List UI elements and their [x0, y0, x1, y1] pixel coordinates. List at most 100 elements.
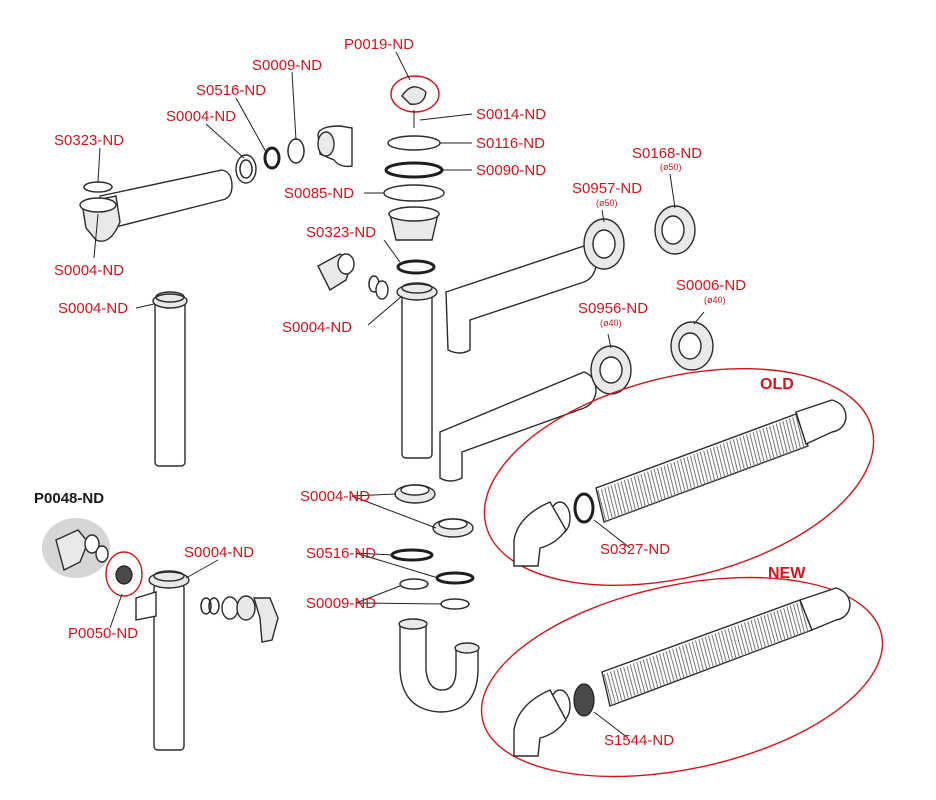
hose-rib [645, 658, 655, 689]
hose-rib [779, 422, 788, 455]
hose-rib [703, 450, 713, 483]
hose-rib [623, 480, 633, 513]
pipe-end-nut [235, 154, 257, 184]
new-hose-group [480, 576, 884, 778]
hose-rib [734, 625, 744, 657]
old-hose-corrugation [597, 415, 805, 523]
hose-rib [749, 433, 759, 466]
hose-rib [680, 459, 689, 492]
hose-rib [763, 615, 773, 646]
hose-rib [736, 438, 746, 471]
label-s0168: S0168-ND [632, 145, 702, 162]
bottle-trap-lower [390, 484, 480, 713]
s0009-cone-ring [287, 138, 305, 164]
label-old: OLD [760, 376, 794, 393]
p0050-callout [105, 551, 143, 597]
hose-rib [637, 475, 647, 508]
old-callout [483, 367, 875, 587]
hose-rib [740, 623, 750, 654]
hose-rib [785, 419, 795, 452]
label-p0050: P0050-ND [68, 625, 138, 642]
hose-rib [743, 622, 753, 653]
s0085-washer [383, 184, 445, 202]
hose-rib [597, 489, 607, 523]
hose-rib [652, 655, 662, 687]
hose-rib [650, 470, 660, 503]
hose-rib [795, 415, 805, 449]
old-elbow [513, 501, 567, 567]
hose-rib [799, 601, 809, 633]
hose-rib [614, 483, 623, 516]
hose-rib [729, 440, 739, 473]
hose-rib [663, 465, 673, 498]
hose-rib [626, 665, 636, 696]
t-tube-nut [148, 571, 190, 589]
hose-rib [666, 463, 676, 497]
s0009-cone-center-a [399, 578, 429, 590]
hose-rib [686, 456, 696, 489]
hose-rib [640, 473, 650, 507]
old-hose-group [483, 367, 875, 587]
hose-rib [716, 445, 726, 478]
hose-rib [681, 645, 691, 676]
top-left-assembly [79, 125, 353, 242]
main-tube-nut [396, 283, 438, 301]
hose-rib [653, 468, 663, 502]
hose-rib [724, 629, 734, 660]
label-s0004-tube: S0004-ND [58, 300, 128, 317]
s0516-ring-center-a [390, 548, 434, 562]
hose-rib [704, 636, 714, 667]
s0327-ring [573, 492, 595, 524]
hose-rib [691, 641, 701, 672]
label-p0048: P0048-ND [34, 490, 104, 507]
hose-rib [613, 670, 623, 701]
hose-rib [796, 603, 806, 634]
labels: P0019-ND S0009-ND S0516-ND S0004-ND S032… [34, 36, 806, 749]
label-s0004-center: S0004-ND [300, 488, 370, 505]
hose-rib [683, 457, 693, 491]
hose-rib [711, 634, 721, 665]
s0516-ring-center-b [435, 571, 475, 585]
horizontal-pipe-left [99, 169, 233, 231]
label-s0090: S0090-ND [476, 162, 546, 179]
hose-rib [709, 447, 719, 481]
hose-rib [755, 430, 765, 463]
hose-rib [689, 455, 699, 488]
hose-rib [627, 478, 637, 512]
s0009-cone-center-b [440, 598, 470, 610]
elbow-fitting-mouth [317, 131, 335, 157]
label-s0085: S0085-ND [284, 185, 354, 202]
hose-rib [770, 612, 780, 643]
hose-rib [632, 663, 642, 694]
hose-rib [752, 431, 762, 465]
label-s1544: S1544-ND [604, 732, 674, 749]
hose-rib [675, 647, 685, 678]
hose-rib [792, 417, 802, 450]
hose-rib [672, 648, 682, 679]
hose-rib [647, 471, 656, 504]
hose-rib [759, 429, 769, 462]
new-elbow [513, 689, 567, 757]
hose-rib [603, 673, 613, 705]
hose-rib [792, 604, 802, 635]
label-new: NEW [768, 565, 806, 582]
hose-rib [786, 606, 796, 637]
label-s0327: S0327-ND [600, 541, 670, 558]
s0116-washer [387, 135, 441, 151]
leader-lines [93, 51, 705, 739]
hose-rib [655, 654, 665, 685]
hose-rib [616, 669, 626, 700]
hose-rib [670, 462, 680, 495]
hose-rib [642, 659, 652, 690]
hose-rib [721, 630, 731, 661]
hose-rib [757, 617, 767, 648]
hose-rib [753, 618, 763, 649]
label-s0323-left: S0323-ND [54, 132, 124, 149]
hose-rib [668, 649, 678, 681]
label-s0009-top: S0009-ND [252, 57, 322, 74]
p0048-elbow [55, 529, 89, 572]
hose-rib [762, 428, 772, 461]
hose-rib [610, 484, 620, 518]
hose-rib [659, 653, 669, 684]
